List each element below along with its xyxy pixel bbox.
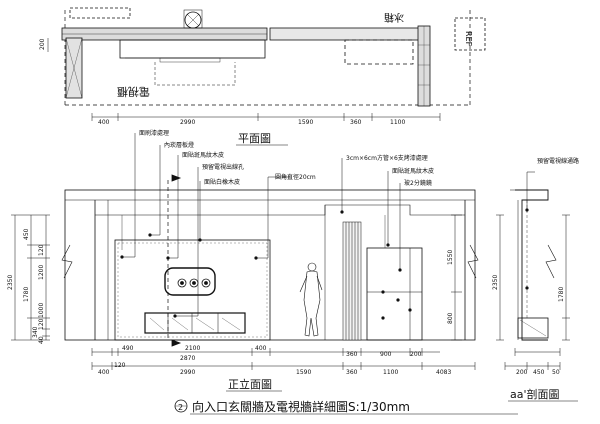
bottom-dim-2990: 2990 <box>180 369 195 376</box>
elevation-view: 面刷漆處理 內崁層板燈 面貼斑馬紋木皮 預留電視出線孔 面貼白橡木皮 圓角直徑2… <box>7 129 479 392</box>
section-note-tv-cable: 預留電視線通路 <box>537 157 579 165</box>
note-zebra-veneer-2: 面貼斑馬紋木皮 <box>392 167 434 175</box>
section-outline <box>515 189 549 341</box>
bottom-dim-1100: 1100 <box>383 369 398 376</box>
bottom-dim-360a: 360 <box>346 351 358 358</box>
elevation-title: 正立面圖 <box>228 377 272 391</box>
note-zebra-veneer: 面貼斑馬紋木皮 <box>182 151 224 159</box>
plan-dashed-wall <box>64 10 471 106</box>
elev-dim-340: 340 <box>32 326 39 338</box>
bottom-dim-490: 490 <box>122 345 134 352</box>
bottom-dim-900: 900 <box>380 351 392 358</box>
elev-dim-2350: 2350 <box>7 275 14 290</box>
plan-dim-1590: 1590 <box>298 119 313 126</box>
elev-dim-1200: 1200 <box>38 265 45 280</box>
plan-wall-top-left <box>69 7 131 19</box>
note-shelf-light: 內崁層板燈 <box>164 141 194 149</box>
elev-dim-120b: 120 <box>38 318 45 330</box>
right-dim-lines <box>451 214 462 341</box>
note-round-corner: 圓角直徑20cm <box>275 173 316 181</box>
tv-outlet-hole-3 <box>201 278 211 288</box>
drawing-caption: 2 向入口玄關牆及電視牆詳細圖S:1/30mm <box>174 399 518 415</box>
elev-dim-1780: 1780 <box>23 287 30 302</box>
plan-fridge <box>454 17 486 51</box>
plan-view: 冰箱 REF 電視櫃 200 400 2990 1590 360 1100 平面… <box>39 7 486 146</box>
plan-dim-400: 400 <box>98 119 110 126</box>
section-dim-450: 450 <box>533 369 545 376</box>
tv-wall-panel <box>114 239 271 341</box>
metal-slats <box>342 221 362 341</box>
section-dim-1780: 1780 <box>558 287 565 302</box>
plan-shoe-cabinet <box>344 39 414 65</box>
plan-label-tv-cabinet: 電視櫃 <box>117 85 150 99</box>
left-dim-lines <box>11 214 50 341</box>
plan-label-fridge: 冰箱 <box>384 11 404 24</box>
person-figure <box>299 262 323 337</box>
note-paint: 面刷漆處理 <box>139 129 169 137</box>
bottom-dim-4083: 4083 <box>436 369 451 376</box>
note-square-tube: 3cm×6cm方管×6支烤漆處理 <box>346 154 428 162</box>
elev-dim-1550: 1550 <box>447 250 454 265</box>
low-tv-cabinet <box>144 312 246 334</box>
plan-dim-row <box>91 113 441 121</box>
plan-dim-1100: 1100 <box>390 119 405 126</box>
section-dim-50: 50 <box>552 369 560 376</box>
note-leaders <box>122 133 401 317</box>
elev-dim-800: 800 <box>447 312 454 324</box>
note-mirror: 玻2分鏡鏡 <box>404 179 432 187</box>
elev-dim-120a: 120 <box>38 244 45 256</box>
section-cut-marker-top <box>171 174 182 182</box>
section-dim-200: 200 <box>516 369 528 376</box>
plan-label-ref: REF <box>464 31 473 47</box>
elev-dim-40: 40 <box>38 336 45 344</box>
caption-number: 2 <box>178 403 183 412</box>
bottom-dim-2100: 2100 <box>185 345 200 352</box>
bottom-dim-2870: 2870 <box>180 355 195 362</box>
bottom-dim-360: 360 <box>346 369 358 376</box>
section-cabinet <box>517 317 549 339</box>
section-view: 預留電視線通路 2350 1780 200 450 50 aa'剖面圖 <box>492 157 579 402</box>
bottom-dim-400: 400 <box>98 369 110 376</box>
bottom-dim-400a: 400 <box>255 345 267 352</box>
section-title: aa'剖面圖 <box>510 387 560 401</box>
caption-text: 向入口玄關牆及電視牆詳細圖S:1/30mm <box>192 399 410 414</box>
plan-dim-side: 200 <box>39 38 46 50</box>
plan-dim-2990: 2990 <box>180 119 195 126</box>
bottom-dim-lines <box>91 348 476 370</box>
note-leader-dots <box>120 210 412 320</box>
plan-dim-360: 360 <box>350 119 362 126</box>
bottom-dim-200: 200 <box>410 351 422 358</box>
bottom-dim-120: 120 <box>114 362 126 369</box>
note-tv-outlet: 預留電視出線孔 <box>202 163 244 171</box>
note-white-oak: 面貼白橡木皮 <box>204 178 240 186</box>
elev-dim-1000: 1000 <box>38 303 45 318</box>
section-dim-lines <box>496 214 570 370</box>
plan-title: 平面圖 <box>238 132 271 145</box>
section-cut-marker-bottom <box>171 339 182 347</box>
plan-tv-cabinet <box>119 39 266 59</box>
tv-outlet-box <box>164 267 216 296</box>
mirror-panel <box>366 247 423 341</box>
section-dim-2350: 2350 <box>492 275 499 290</box>
bottom-dim-1590: 1590 <box>296 369 311 376</box>
elev-dim-450: 450 <box>23 228 30 240</box>
tv-outlet-hole-1 <box>177 278 187 288</box>
